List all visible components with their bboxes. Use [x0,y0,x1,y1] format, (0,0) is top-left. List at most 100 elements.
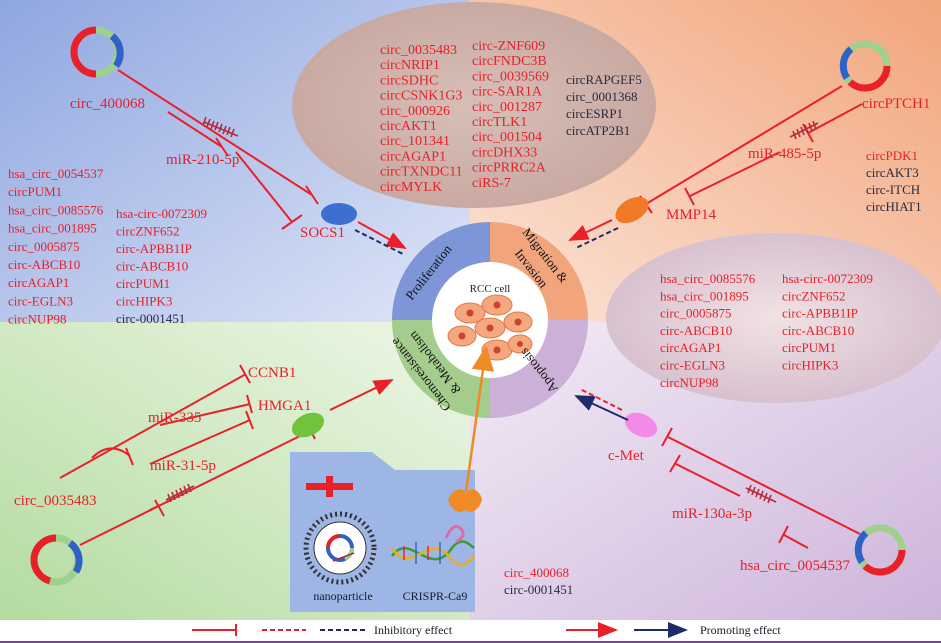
circrna-item: circ_0035483 [380,43,457,58]
circrna-item: circRAPGEF5 [566,72,642,87]
circrna-item: circ_101341 [380,134,450,149]
ccnb1-label: CCNB1 [248,365,296,381]
circrna-item: circHIAT1 [866,199,922,214]
circrna-item: hsa-circ-0072309 [782,271,873,286]
circrna-item: circMYLK [380,180,442,195]
circrna-item: hsa_circ_001895 [8,221,97,236]
socs1-label: SOCS1 [300,225,345,241]
circrna-icon-bottom-right [854,524,906,576]
legend-promoting-label: Promoting effect [700,623,781,637]
circ-0035483-label: circ_0035483 [14,493,96,509]
circptch1-label: circPTCH1 [862,96,930,112]
circrna-item: circ-ITCH [866,182,920,197]
circrna-item: circPUM1 [116,276,170,291]
mir-130a-3p-label: miR-130a-3p [672,506,752,522]
circrna-icon-top-left [70,26,124,78]
right-ellipse-col2: hsa-circ-0072309circZNF652circ-APBB1IPci… [782,271,873,373]
circrna-item: circ-SAR1A [472,85,543,100]
mmp14-label: MMP14 [666,207,717,223]
plus-icon [306,476,353,497]
legend: Inhibitory effect Promoting effect [0,622,941,643]
circrna-item: circDHX33 [472,145,537,160]
circrna-item: circ_001504 [472,130,542,145]
hmga1-protein-icon [291,412,325,438]
mmp14-protein-icon [615,196,649,224]
legend-inhibitory-label: Inhibitory effect [374,623,453,637]
crispr-dna-icon [390,524,475,567]
circrna-item: ciRS-7 [472,176,511,191]
circrna-item: circSDHC [380,73,438,88]
top-left-circrna-list-2: hsa-circ-0072309 circZNF652 circ-APBB1IP ci… [116,206,207,326]
circrna-item: circFNDC3B [472,54,547,69]
mir-335-label: miR-335 [148,410,201,426]
bottom-center-circrna-dark: circ-0001451 [504,582,573,597]
circrna-item: circNRIP1 [380,58,440,73]
circrna-item: circ-EGLN3 [8,293,73,308]
circrna-item: circHIPK3 [116,294,172,309]
top-left-circrna-list: hsa_circ_0054537circPUM1hsa_circ_0085576… [8,166,104,327]
mirna-130a-icon [745,484,777,504]
mir-210-5p-label: miR-210-5p [166,152,239,168]
circrna-item: hsa-circ-0072309 [116,206,207,221]
crispr-label: CRISPR-Ca9 [403,589,468,603]
rcc-cell-label: RCC cell [470,283,511,295]
circrna-item: hsa_circ_001895 [660,288,749,303]
circrna-item: circPUM1 [782,340,836,355]
circrna-item: circNUP98 [8,312,67,327]
circrna-item: circ_001287 [472,100,542,115]
circrna-item: circ_0001368 [566,89,637,104]
circrna-item: circNUP98 [660,375,719,390]
circrna-item: circ_0005875 [660,306,731,321]
cas9-icon [448,489,482,512]
therapy-panel: nanoparticle CRISPR-Ca9 circ_400068 circ… [290,345,573,612]
top-ellipse-col2: circ-ZNF609circFNDC3Bcirc_0039569circ-SA… [472,39,549,191]
c-met-protein-icon [624,412,658,438]
mirna-485-icon [789,120,819,140]
circrna-item: circPRRC2A [472,161,547,176]
circrna-item: circZNF652 [782,288,846,303]
hmga1-label: HMGA1 [258,398,311,414]
circrna-item: circZNF652 [116,224,180,239]
circrna-item: circPUM1 [8,184,62,199]
hsa-circ-0054537-label: hsa_circ_0054537 [740,558,850,574]
top-ellipse-col1: circ_0035483circNRIP1circSDHCcircCSNK1G3… [380,43,463,195]
top-ellipse-col3: circRAPGEF5 circ_0001368 circESRP1 circATP2… [566,72,642,138]
top-right-circrna-red: circPDK1 [866,148,918,163]
circrna-item: circATP2B1 [566,123,630,138]
nanoparticle-icon [303,511,377,585]
circ-400068-label: circ_400068 [70,96,145,112]
nanoparticle-label: nanoparticle [313,589,372,603]
circrna-item: circ_0005875 [8,239,79,254]
circrna-item: circAKT1 [380,119,437,134]
circrna-item: circCSNK1G3 [380,89,462,104]
mirna-bottom-left-icon [165,483,195,503]
circrna-item: circAGAP1 [660,340,721,355]
circrna-item: circTLK1 [472,115,527,130]
circrna-item: circ_000926 [380,104,450,119]
circrna-item: circ_0039569 [472,69,549,84]
circrna-item: circHIPK3 [782,358,838,373]
rcc-cells-image [447,294,533,361]
right-circrna-ellipse [606,233,941,403]
mir-485-5p-label: miR-485-5p [748,146,821,162]
circrna-item: circ-APBB1IP [116,241,192,256]
pathway-top-left: circ_400068 miR-210-5p SOCS1 [70,26,407,256]
circrna-item: circ-ABCB10 [8,257,80,272]
circrna-item: circTXNDC11 [380,165,463,180]
circrna-icon-top-right [839,40,891,92]
socs1-protein-icon [321,203,357,225]
top-circrna-ellipse [292,2,656,208]
pathway-top-right: circPTCH1 miR-485-5p MMP14 circPDK1 [568,40,930,249]
mirna-210-icon [202,116,239,138]
circrna-item: circ-ZNF609 [472,39,545,54]
bottom-center-circrna-red: circ_400068 [504,565,569,580]
circrna-item: circ-ABCB10 [782,323,854,338]
circrna-item: circAGAP1 [380,149,446,164]
circrna-item: circESRP1 [566,106,623,121]
right-ellipse-col1: hsa_circ_0085576hsa_circ_001895circ_0005… [660,271,756,390]
pathway-bottom-left: circ_0035483 miR-335 miR-31-5p CCNB1 HMG… [14,364,394,586]
circrna-item: circ-ABCB10 [116,259,188,274]
